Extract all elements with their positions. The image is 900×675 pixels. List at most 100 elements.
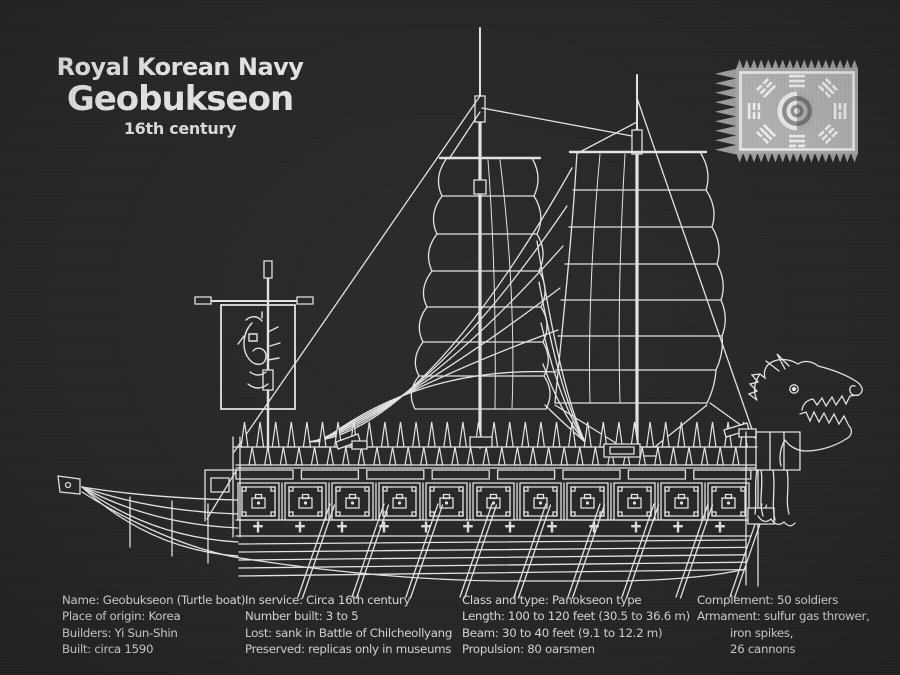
oar <box>627 505 659 598</box>
panel-corner <box>506 512 510 516</box>
flag-edge-tooth <box>736 153 744 163</box>
trigram-bar <box>831 84 839 92</box>
flag-edge-tooth <box>715 78 736 88</box>
roof-spike <box>701 447 707 465</box>
oar-port-cross <box>337 525 347 528</box>
flag-edge-tooth <box>793 153 801 163</box>
trigrams <box>747 74 847 148</box>
panel-frame <box>665 487 698 516</box>
spec-line: Place of origin: Korea <box>62 609 181 624</box>
flag-edge-tooth <box>764 59 772 69</box>
trigram <box>817 77 839 99</box>
trigram-bar <box>789 134 805 138</box>
flag-edge-tooth <box>843 153 851 163</box>
oar-port-cross <box>253 525 263 528</box>
panel-corner <box>477 512 481 516</box>
cannon-icon <box>350 495 356 499</box>
trigram <box>833 103 847 120</box>
cannon-icon <box>585 495 591 499</box>
flag-edge-tooth <box>764 153 772 163</box>
panel-corner <box>524 487 528 491</box>
trigram-bar <box>838 112 842 120</box>
panel-corner <box>336 487 340 491</box>
cannon-icon <box>679 495 685 499</box>
trigram-bar <box>843 103 847 119</box>
roof-spike <box>584 422 591 447</box>
roof-spike <box>343 447 349 465</box>
trigram-bar <box>762 123 777 138</box>
panel-corner <box>459 512 463 516</box>
roof-spike <box>662 422 669 447</box>
flag-edge-tooth <box>779 59 787 69</box>
trigram-bar <box>831 130 839 138</box>
panel-corner <box>242 487 246 491</box>
panel-corner <box>289 487 293 491</box>
oar-port-cross <box>463 525 473 528</box>
panel-corner <box>383 487 387 491</box>
spec-line: Beam: 30 to 40 feet (9.1 to 12.2 m) <box>462 625 663 640</box>
trigram-bar <box>798 144 805 148</box>
roof-spike <box>327 447 333 465</box>
trigram-bar <box>789 74 805 78</box>
cannon-icon <box>491 495 497 499</box>
cannon-muzzle <box>444 501 449 505</box>
taegeuk-dark-half <box>797 91 817 131</box>
roof-spike <box>545 447 551 465</box>
rigging <box>234 96 756 452</box>
spec-line: Complement: 50 soldiers <box>697 593 839 607</box>
roof-spike <box>428 422 435 447</box>
trigram-bar <box>824 123 832 131</box>
fore-sail <box>411 158 550 409</box>
panel-corner <box>741 487 745 491</box>
flag-edge-tooth <box>715 69 736 79</box>
panel-corner <box>524 512 528 516</box>
panel-corner <box>271 487 275 491</box>
panel-corner <box>571 487 575 491</box>
roof-spike <box>405 447 411 465</box>
flag-edge-tooth <box>850 59 859 69</box>
roof-spike <box>709 422 716 447</box>
cannon-muzzle <box>632 501 637 505</box>
panel-corner <box>506 487 510 491</box>
panel-corner <box>459 487 463 491</box>
trigram-bar <box>789 139 805 143</box>
panel-corner <box>694 512 698 516</box>
roof-spike <box>647 422 654 447</box>
cannon-muzzle <box>350 501 355 505</box>
spec-line: In service: Circa 16th century <box>245 593 411 607</box>
oar <box>676 504 708 597</box>
trigram-bar <box>762 137 770 145</box>
panel-corner <box>553 487 557 491</box>
flag-edge-tooth <box>715 145 736 155</box>
dragon-horns <box>766 354 789 371</box>
oar <box>519 505 551 598</box>
roof-spike <box>397 422 404 447</box>
roof-spike <box>733 447 739 465</box>
oar <box>411 505 443 598</box>
panel-corner <box>412 487 416 491</box>
dragon-lower-jaw <box>785 412 851 451</box>
oar <box>465 505 497 598</box>
panel-corner <box>712 487 716 491</box>
roof-spike <box>561 447 567 465</box>
title-block: Royal Korean Navy Geobukseon 16th centur… <box>38 54 322 139</box>
flag-edge-tooth <box>829 59 837 69</box>
trigram-bar <box>789 79 805 83</box>
panel-corner <box>477 487 481 491</box>
panel-corner <box>600 487 604 491</box>
oar <box>303 505 335 598</box>
rail-segment <box>367 470 424 479</box>
cannon-icon <box>726 495 732 499</box>
spec-column-identity: Name: Geobukseon (Turtle boat) Place of … <box>62 592 246 658</box>
sheet-line <box>318 330 558 442</box>
dragon-head <box>749 354 862 466</box>
trigram-bar <box>762 77 770 85</box>
roof-spike <box>592 447 598 465</box>
panel-frame <box>571 487 604 516</box>
flag-edge-tooth <box>807 153 815 163</box>
sheet-line <box>545 405 585 442</box>
oar <box>573 505 605 598</box>
flag-edge-tooth <box>715 97 736 107</box>
flag-teeth <box>715 59 859 163</box>
